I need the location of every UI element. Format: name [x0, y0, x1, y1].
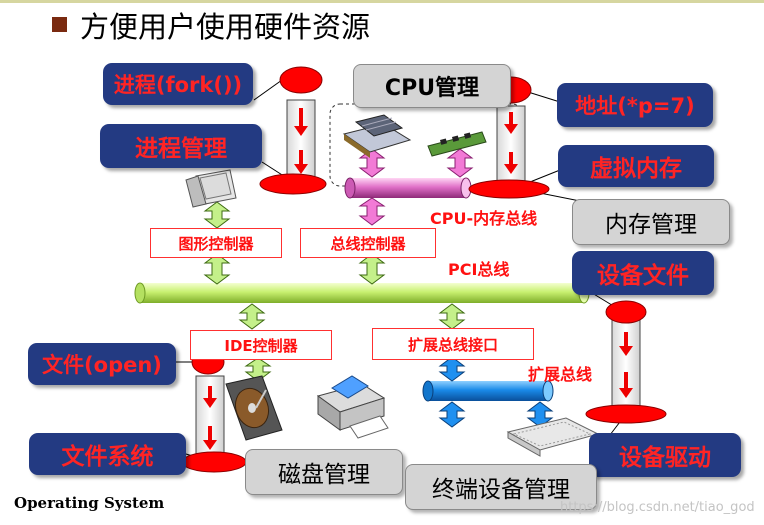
callout-address: 地址(*p=7)	[557, 83, 713, 127]
arrow-busctrl-pci	[358, 253, 386, 285]
disk-management-box: 磁盘管理	[245, 449, 403, 495]
arrow-graphics-pci	[203, 253, 231, 285]
arrow-memory-bus	[446, 148, 474, 178]
arrow-pci-ide	[238, 303, 266, 330]
cpu-chip-icon	[342, 114, 412, 158]
arrow-extinterface-extbus	[438, 356, 466, 382]
callout-process-management: 进程管理	[100, 124, 262, 168]
terminal-device-management-box: 终端设备管理	[405, 464, 597, 510]
arrow-pci-extinterface	[438, 303, 466, 330]
memory-management-box: 内存管理	[572, 199, 730, 245]
callout-device-file: 设备文件	[572, 251, 714, 295]
leader-fork	[253, 79, 283, 101]
cylinder-device	[585, 300, 667, 424]
arrow-bus-busctrl	[358, 197, 386, 226]
callout-device-driver: 设备驱动	[589, 433, 741, 477]
expansion-bus-label: 扩展总线	[528, 365, 593, 384]
pci-bus-label: PCI总线	[448, 260, 510, 279]
expansion-bus-interface: 扩展总线接口	[372, 328, 534, 360]
graphics-controller: 图形控制器	[150, 228, 282, 258]
callout-virtual-memory: 虚拟内存	[558, 145, 714, 187]
top-rule	[0, 0, 764, 3]
title-bullet	[52, 17, 67, 32]
footer-label: Operating System	[14, 494, 165, 512]
hard-disk-icon	[225, 375, 283, 441]
watermark: https://blog.csdn.net/tiao_god	[560, 500, 755, 515]
callout-process-fork: 进程(fork())	[103, 63, 253, 105]
callout-file-open: 文件(open)	[28, 343, 176, 385]
bus-controller: 总线控制器	[300, 228, 436, 258]
arrow-extbus-keyboard	[526, 401, 554, 428]
arrow-extbus-printer	[438, 401, 466, 428]
memory-stick-icon	[427, 131, 487, 157]
callout-file-system: 文件系统	[29, 433, 186, 475]
arrow-monitor-graphics	[203, 201, 231, 229]
arrow-ide-disk	[244, 357, 272, 382]
cpu-memory-bus	[344, 177, 472, 199]
pci-bus	[134, 282, 590, 304]
arrow-cpu-bus	[358, 148, 386, 178]
keyboard-icon	[506, 417, 600, 457]
cpu-management-box: CPU管理	[353, 64, 511, 108]
cylinder-file	[181, 349, 247, 473]
leader-address	[527, 91, 561, 103]
page-title: 方便用户使用硬件资源	[80, 10, 371, 44]
printer-icon	[316, 375, 389, 439]
expansion-bus	[422, 380, 554, 402]
cpu-memory-bus-label: CPU-内存总线	[430, 209, 538, 228]
ide-controller: IDE控制器	[190, 330, 332, 360]
cylinder-process	[259, 66, 327, 195]
monitor-icon	[185, 169, 237, 208]
